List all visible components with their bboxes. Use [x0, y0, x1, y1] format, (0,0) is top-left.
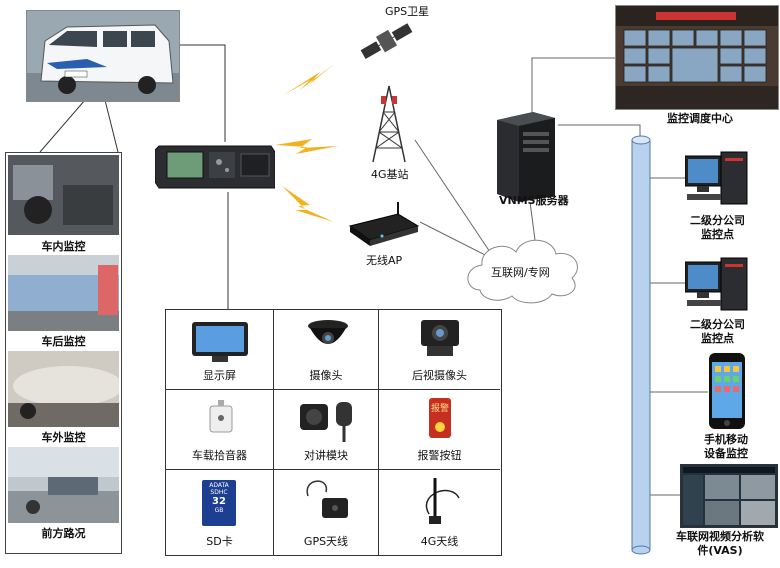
client-label-3: 手机移动 设备监控	[704, 433, 748, 461]
peripheral-cell-camera: 摄像头	[274, 310, 379, 390]
client-label-2: 二级分公司 监控点	[690, 318, 745, 346]
peripheral-label-microphone: 车载拾音器	[192, 449, 247, 462]
client-label-1-line2: 监控点	[701, 228, 734, 241]
client-label-4-line1: 车联网视频分析软	[676, 530, 764, 543]
monitor-icon	[192, 322, 248, 362]
peripheral-cell-gps-antenna: GPS天线	[274, 470, 379, 555]
peripheral-cell-display: 显示屏	[166, 310, 274, 390]
peripheral-cell-rear-camera: 后视摄像头	[379, 310, 500, 390]
van-dvr-line	[178, 44, 226, 142]
gps-satellite-icon	[358, 20, 416, 64]
peripheral-label-rear-camera: 后视摄像头	[412, 369, 467, 382]
sd-card-unit: GB	[214, 507, 224, 514]
lightning-bolt-3	[282, 186, 334, 222]
tower-label: 4G基站	[371, 168, 409, 181]
mobile-dvr-device	[154, 142, 276, 192]
peripheral-table: 显示屏 摄像头 后视摄像头 车载拾音器	[165, 309, 502, 556]
client-label-1-line1: 二级分公司	[690, 214, 745, 227]
sd-card-capacity: 32	[212, 496, 226, 507]
server-icon	[493, 110, 559, 202]
lightning-bolt-2	[275, 139, 338, 154]
client-label-3-line1: 手机移动	[704, 433, 748, 446]
vehicle-camera-panel: 车内监控 车后监控 车外监控 前方路况	[5, 152, 122, 554]
client-label-2-line2: 监控点	[701, 332, 734, 345]
client-label-1: 二级分公司 监控点	[690, 214, 745, 242]
alarm-button-text: 报警	[430, 404, 449, 414]
wireless-router-icon	[348, 200, 420, 248]
wireless-signals	[275, 64, 338, 222]
sd-card-icon: ADATA SDHC 32 GB	[202, 480, 236, 526]
client-label-2-line1: 二级分公司	[690, 318, 745, 331]
alarm-button-icon: 报警	[429, 398, 451, 438]
cell-tower-icon	[369, 82, 409, 164]
client-label-4-line2: 件(VAS)	[697, 544, 743, 557]
gps-antenna-icon	[306, 480, 348, 518]
peripheral-label-sd: SD卡	[206, 535, 233, 548]
peripheral-cell-alarm: 报警 报警按钮	[379, 390, 500, 470]
camera-label-interior: 车内监控	[41, 240, 86, 253]
client-label-4: 车联网视频分析软 件(VAS)	[676, 530, 764, 558]
peripheral-label-camera: 摄像头	[309, 369, 343, 382]
desktop-pc-icon-2	[684, 256, 751, 312]
control-center-photo	[615, 5, 779, 110]
rear-camera-icon	[421, 320, 459, 356]
camera-thumb-interior	[8, 155, 119, 235]
vas-software-screenshot	[680, 464, 778, 528]
peripheral-cell-sd: ADATA SDHC 32 GB SD卡	[166, 470, 274, 555]
control-center-label: 监控调度中心	[667, 112, 733, 125]
peripheral-label-alarm: 报警按钮	[417, 449, 462, 462]
intercom-module-icon	[300, 402, 352, 442]
camera-thumb-rear	[8, 255, 119, 331]
client-label-3-line2: 设备监控	[704, 447, 748, 460]
peripheral-cell-4g-antenna: 4G天线	[379, 470, 500, 555]
vehicle-photo	[26, 10, 180, 102]
desktop-pc-icon-1	[684, 150, 751, 206]
dome-camera-icon	[308, 320, 348, 344]
camera-label-front: 前方路况	[41, 527, 86, 540]
peripheral-cell-intercom: 对讲模块	[274, 390, 379, 470]
router-internet-line	[419, 221, 496, 261]
server-bus-line	[558, 124, 641, 140]
router-label: 无线AP	[366, 254, 403, 267]
camera-thumb-front	[8, 447, 119, 523]
peripheral-label-intercom: 对讲模块	[304, 449, 348, 462]
tower-internet-line	[414, 139, 491, 253]
peripheral-label-display: 显示屏	[203, 369, 236, 382]
camera-thumb-exterior	[8, 351, 119, 427]
internet-server-line	[529, 201, 536, 241]
camera-label-exterior: 车外监控	[41, 431, 86, 444]
sd-card-brand: ADATA	[209, 482, 229, 489]
network-bus	[631, 135, 651, 555]
smartphone-icon	[708, 352, 746, 430]
van-panel-line-left	[39, 99, 86, 153]
van-icon	[27, 11, 179, 101]
peripheral-cell-microphone: 车载拾音器	[166, 390, 274, 470]
camera-label-rear: 车后监控	[41, 335, 86, 348]
peripheral-label-gps-antenna: GPS天线	[303, 535, 349, 548]
server-center-line	[531, 57, 615, 112]
internet-label: 互联网/专网	[491, 266, 550, 279]
internet-cloud	[467, 239, 578, 304]
lightning-bolt-1	[282, 64, 334, 96]
sd-card-type: SDHC	[210, 489, 228, 496]
van-panel-line-right	[104, 99, 119, 153]
server-label: VNMS服务器	[499, 194, 569, 207]
peripheral-label-4g-antenna: 4G天线	[420, 535, 459, 548]
satellite-label: GPS卫星	[385, 5, 430, 18]
lte-antenna-icon	[425, 478, 460, 524]
microphone-pickup-icon	[209, 400, 233, 433]
